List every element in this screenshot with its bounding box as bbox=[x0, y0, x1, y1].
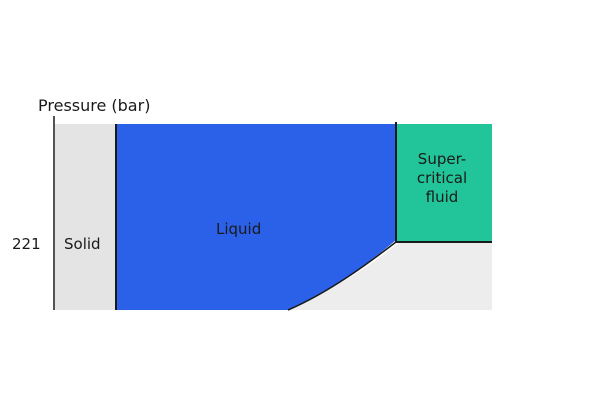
supercritical-label-line-2: critical bbox=[416, 169, 468, 187]
liquid-region-label: Liquid bbox=[216, 220, 262, 238]
supercritical-region bbox=[396, 124, 492, 242]
gas-region bbox=[288, 243, 492, 310]
solid-region bbox=[55, 124, 116, 310]
pressure-tick-221: 221 bbox=[12, 235, 41, 253]
supercritical-region-label: Super- critical fluid bbox=[396, 150, 488, 207]
liquid-region bbox=[116, 124, 396, 310]
solid-region-label: Solid bbox=[64, 235, 101, 253]
liquid-gas-boundary bbox=[287, 241, 397, 311]
supercritical-label-line-3: fluid bbox=[425, 188, 459, 206]
pressure-axis-title: Pressure (bar) bbox=[38, 96, 151, 115]
supercritical-label-line-1: Super- bbox=[417, 150, 467, 168]
